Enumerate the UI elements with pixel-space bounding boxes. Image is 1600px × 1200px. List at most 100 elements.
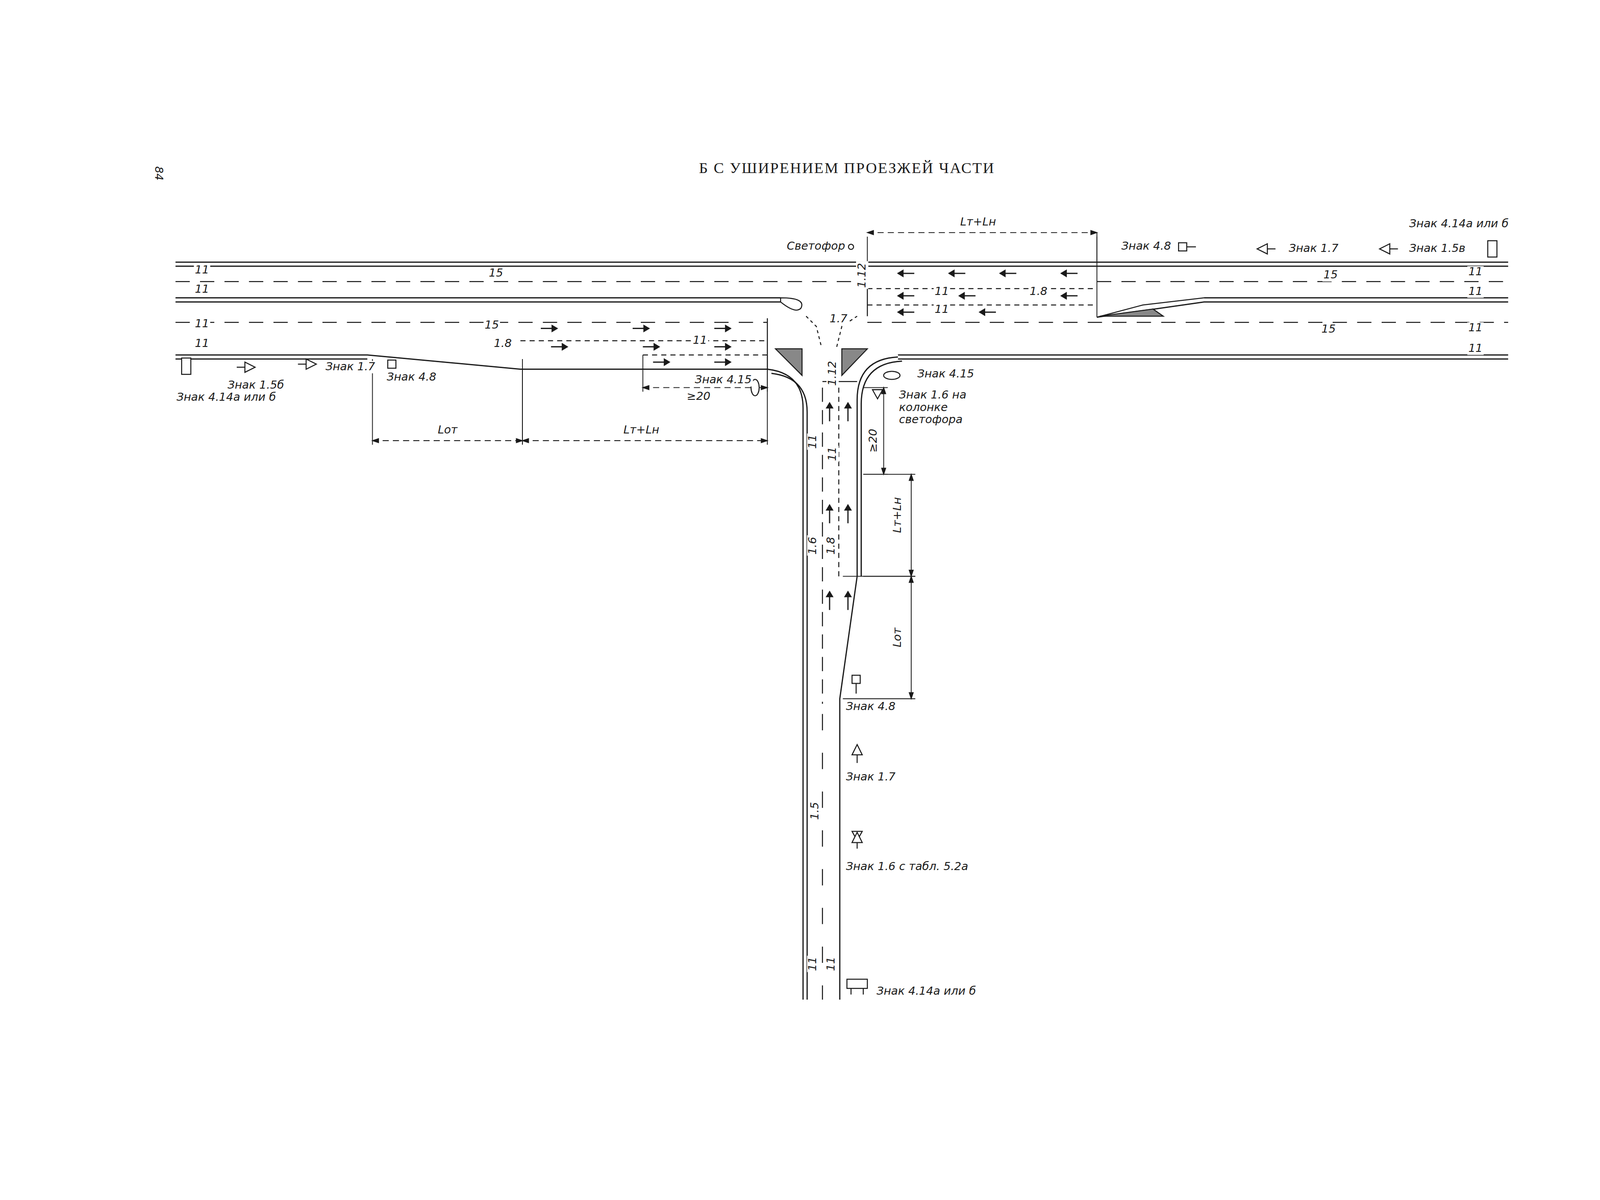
dimension-arrow <box>1091 230 1098 235</box>
label: Знак 1.6 на колонке светофора <box>897 389 997 427</box>
lane-arrow <box>643 325 649 332</box>
dimension-arrow <box>908 576 914 583</box>
label: 1.8 <box>492 337 513 351</box>
lane-arrow <box>844 403 852 409</box>
hatched-island <box>841 348 868 376</box>
sign-post <box>1267 248 1276 250</box>
median <box>1204 297 1509 299</box>
direction-sign <box>847 979 868 989</box>
road-edge <box>175 358 368 361</box>
sign-post <box>236 366 245 368</box>
dimension-line <box>522 440 768 442</box>
lane-line <box>867 321 1509 323</box>
warning-sign <box>306 359 317 370</box>
lane-line <box>821 714 823 1000</box>
lane-line <box>520 340 768 342</box>
dimension-line <box>643 387 768 389</box>
lane-sign <box>883 371 900 380</box>
road-edge <box>175 261 1509 263</box>
sign-post <box>850 988 852 996</box>
dimension-line <box>521 369 523 445</box>
dimension-arrow <box>761 438 768 443</box>
lane-line <box>838 387 840 577</box>
rotated-label: 11 <box>807 956 820 973</box>
warning-sign <box>1379 243 1390 255</box>
road-edge <box>897 354 1509 357</box>
dimension-arrow <box>761 385 768 390</box>
road-edge <box>839 356 899 1000</box>
label: Lт+Lн <box>622 424 661 438</box>
label: 1.7 <box>828 313 849 326</box>
sign-post <box>297 363 306 365</box>
label: 11 <box>933 285 950 299</box>
lane-arrow <box>844 591 852 597</box>
label: 11 <box>1467 285 1484 299</box>
rotated-label: 11 <box>807 433 820 450</box>
traffic-light <box>848 244 854 250</box>
lane-arrow <box>1000 270 1005 277</box>
dimension-line <box>843 698 916 700</box>
rotated-label: 1.5 <box>808 801 822 822</box>
road-edge <box>771 373 808 1000</box>
rotated-label: 1.12 <box>856 261 869 289</box>
label: Знак 4.15 <box>916 368 975 381</box>
dimension-line <box>883 387 885 475</box>
sign-post <box>1389 248 1398 250</box>
label: 15 <box>1320 323 1337 336</box>
dimension-line <box>766 355 768 392</box>
label: Знак 4.14а или б <box>175 391 277 405</box>
sign-post <box>856 755 858 764</box>
label: Lт+Lн <box>959 216 997 229</box>
warning-sign <box>852 832 863 844</box>
lane-line <box>1096 281 1509 283</box>
label: Знак 4.8 <box>844 700 897 714</box>
road-edge <box>175 355 768 370</box>
label: 11 <box>193 264 210 277</box>
lane-arrow <box>826 403 833 409</box>
info-sign <box>852 675 861 684</box>
dimension-arrow <box>372 438 379 443</box>
label: Знак 1.5б <box>226 379 286 392</box>
lane-line <box>175 281 868 283</box>
lane-arrow <box>826 504 833 510</box>
lane-arrow <box>725 325 731 332</box>
label: Светофор <box>785 240 847 254</box>
info-sign <box>387 360 396 369</box>
sign-post <box>856 843 858 850</box>
rotated-label: 11 <box>825 956 839 973</box>
lane-arrow <box>664 359 670 366</box>
label: 11 <box>933 304 950 317</box>
label: ≥20 <box>685 390 712 404</box>
dimension-line <box>372 440 523 442</box>
label: 11 <box>1467 342 1484 356</box>
warning-sign <box>852 744 863 756</box>
dimension-line <box>910 576 912 700</box>
rotated-label: Lот <box>891 626 905 649</box>
dimension-line <box>1096 232 1098 318</box>
rotated-label: 1.8 <box>825 535 839 556</box>
lane-arrow <box>725 343 731 351</box>
hatched-island <box>775 348 802 376</box>
label: Знак 1.7 <box>324 360 377 374</box>
label: 11 <box>691 334 709 348</box>
label: Знак 4.14а или б <box>875 985 977 999</box>
median-nose <box>780 297 802 310</box>
label: Знак 4.15 <box>693 374 753 387</box>
label: 1.8 <box>1028 285 1049 299</box>
label: 15 <box>487 267 505 280</box>
lane-arrow <box>948 270 954 277</box>
road-edge <box>861 361 903 577</box>
label: 11 <box>1467 322 1484 335</box>
label: 15 <box>483 319 500 332</box>
dimension-arrow <box>881 468 886 475</box>
dimension-arrow <box>908 474 914 481</box>
dimension-arrow <box>643 385 650 390</box>
sign-post <box>855 683 857 695</box>
label: Lот <box>436 424 459 438</box>
sign-post <box>1186 246 1196 248</box>
dimension-arrow <box>908 692 914 700</box>
label: Знак 1.6 с табл. 5.2а <box>844 860 970 874</box>
turn-guide <box>806 316 822 347</box>
warning-sign <box>872 389 883 399</box>
